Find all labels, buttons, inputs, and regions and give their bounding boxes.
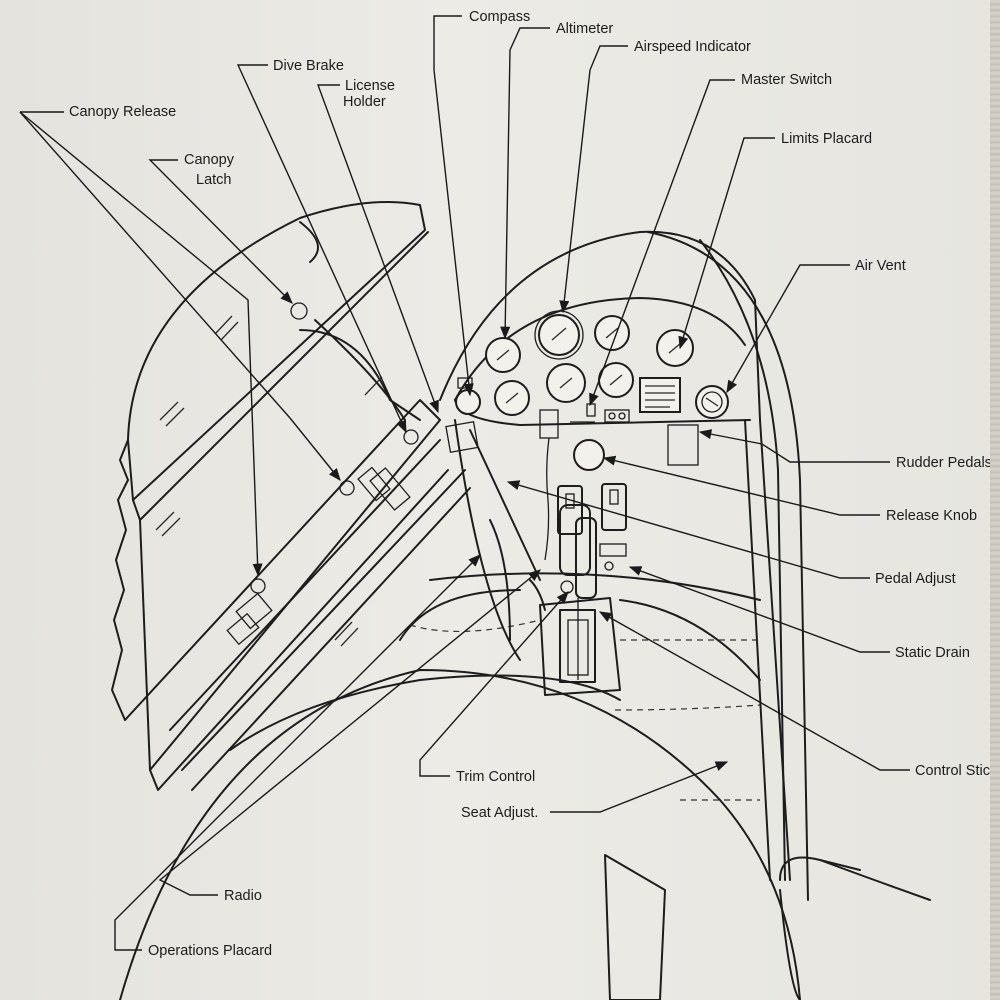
label-canopy-latch-1: Canopy xyxy=(184,152,235,168)
limits-placard-plate xyxy=(639,377,681,413)
label-radio: Radio xyxy=(224,888,262,904)
glass-reflections xyxy=(155,315,383,647)
release-knob xyxy=(573,439,605,471)
label-operations-placard: Operations Placard xyxy=(148,943,272,959)
label-static-drain: Static Drain xyxy=(895,645,970,661)
label-release-knob: Release Knob xyxy=(886,508,977,524)
label-airspeed-indicator: Airspeed Indicator xyxy=(634,39,751,55)
altimeter-gauge xyxy=(538,314,580,356)
label-altimeter: Altimeter xyxy=(556,21,613,37)
page-edge xyxy=(990,0,1000,1000)
label-control-stick: Control Stick xyxy=(915,763,998,779)
label-license-holder-2: Holder xyxy=(343,94,386,110)
label-seat-adjust: Seat Adjust. xyxy=(461,805,538,821)
label-canopy-latch-2: Latch xyxy=(196,172,231,188)
callout-labels: Compass Altimeter Airspeed Indicator Mas… xyxy=(69,9,998,959)
label-canopy-release: Canopy Release xyxy=(69,104,176,120)
instrument-panel xyxy=(445,310,729,561)
label-compass: Compass xyxy=(469,9,530,25)
control-stick-area xyxy=(529,483,627,696)
label-pedal-adjust: Pedal Adjust xyxy=(875,571,956,587)
label-license-holder-1: License xyxy=(345,78,395,94)
label-limits-placard: Limits Placard xyxy=(781,131,872,147)
leader-lines xyxy=(19,15,910,951)
label-dive-brake: Dive Brake xyxy=(273,58,344,74)
label-master-switch: Master Switch xyxy=(741,72,832,88)
label-air-vent: Air Vent xyxy=(855,258,906,274)
label-rudder-pedals: Rudder Pedals xyxy=(896,455,992,471)
canopy xyxy=(111,201,471,791)
compass-gauge xyxy=(455,389,481,415)
label-trim-control: Trim Control xyxy=(456,769,535,785)
cockpit-body xyxy=(119,230,931,1000)
